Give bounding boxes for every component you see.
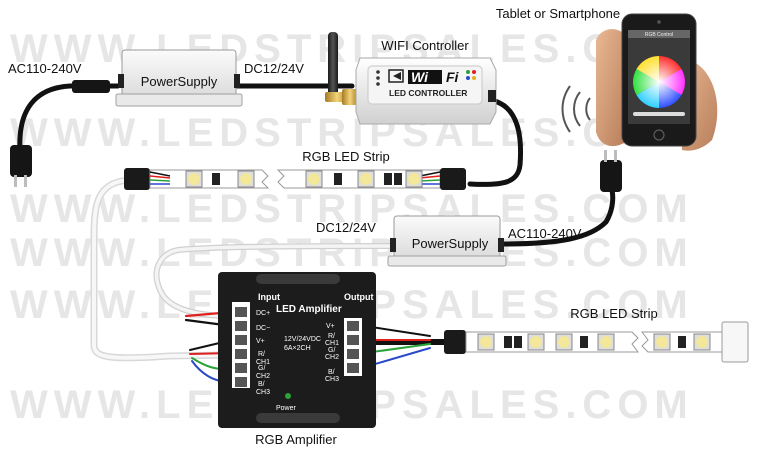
amp-power-label: Power xyxy=(276,405,297,412)
wifi-logo: Wi Fi xyxy=(388,69,460,85)
amp-title: LED Amplifier xyxy=(276,304,342,315)
amp-out-pin-ch3: CH3 xyxy=(325,376,339,383)
watermark-line: WWW.LEDSTRIPSALES.COM xyxy=(10,187,694,231)
wifi-controller: Wi Fi LED CONTROLLER xyxy=(325,32,497,125)
amp-input-label: Input xyxy=(258,292,280,302)
power-supply-mid: PowerSupply xyxy=(387,215,507,267)
amp-out-pin-ch1: CH1 xyxy=(325,340,339,347)
watermark-line: WWW.LEDSTRIPSALES.COM xyxy=(10,231,694,275)
power-supply-mid-label: PowerSupply xyxy=(412,236,489,251)
amp-out-pin-v-plus: V+ xyxy=(326,323,335,330)
led-chips-bottom xyxy=(477,333,711,351)
wifi-controller-label: WIFI Controller xyxy=(381,38,469,53)
controller-output-cable xyxy=(467,97,524,187)
amp-pin-dc-minus: DC− xyxy=(256,325,270,332)
dc-voltage-top: DC12/24V xyxy=(244,61,304,76)
dc-voltage-mid: DC12/24V xyxy=(316,220,376,235)
rgb-amplifier-label: RGB Amplifier xyxy=(255,432,337,447)
signal-waves-icon xyxy=(561,85,591,133)
ac-cable-mid xyxy=(499,187,616,247)
dc-cable-mid xyxy=(154,244,394,318)
tablet-label: Tablet or Smartphone xyxy=(496,6,620,21)
app-title: RGB Control xyxy=(645,32,673,38)
watermark-line: WWW.LEDSTRIPSALES.COM xyxy=(10,27,694,71)
rgb-led-strip-top xyxy=(124,168,466,190)
ac-plug-mid xyxy=(600,150,622,192)
rgb-strip-top-label: RGB LED Strip xyxy=(302,149,389,164)
power-supply-top: PowerSupply xyxy=(115,49,243,107)
strip-wires-top-left xyxy=(149,171,171,185)
smartphone: RGB Control xyxy=(596,13,718,151)
amp-out-pin-ch2: CH2 xyxy=(325,354,339,361)
ac-cable-top xyxy=(17,83,121,153)
wifi-logo-wi: Wi xyxy=(411,69,429,85)
amp-spec-voltage: 12V/24VDC xyxy=(284,336,321,343)
amp-pin-b: B/ xyxy=(258,381,265,388)
amp-pin-ch3: CH3 xyxy=(256,389,270,396)
ac-plug-top xyxy=(10,80,110,187)
strip-lead-cable xyxy=(92,178,227,360)
controller-subtitle: LED CONTROLLER xyxy=(389,88,467,98)
amp-output-label: Output xyxy=(344,292,374,302)
amp-spec-current: 6A×2CH xyxy=(284,345,311,352)
amp-out-pin-g: G/ xyxy=(328,347,335,354)
amp-pin-ch2: CH2 xyxy=(256,373,270,380)
amp-pin-ch1: CH1 xyxy=(256,359,270,366)
amp-pin-r: R/ xyxy=(258,351,265,358)
strip-wires-top-right xyxy=(419,171,441,185)
rgb-amplifier: Input Output LED Amplifier DC+ DC− V+ R/… xyxy=(218,272,376,428)
rgb-led-strip-bottom xyxy=(444,321,749,363)
amp-pin-dc-plus: DC+ xyxy=(256,310,270,317)
strip-end-cap xyxy=(721,321,749,363)
antenna xyxy=(328,32,338,100)
ac-voltage-mid: AC110-240V xyxy=(508,226,582,241)
amp-out-pin-r: R/ xyxy=(328,333,335,340)
amp-pin-v-plus: V+ xyxy=(256,338,265,345)
color-wheel-icon xyxy=(633,56,685,108)
rgb-strip-bottom-label: RGB LED Strip xyxy=(570,306,657,321)
led-chips-top xyxy=(185,170,423,188)
wifi-logo-fi: Fi xyxy=(446,69,460,85)
cables xyxy=(17,83,616,383)
power-supply-top-label: PowerSupply xyxy=(141,74,218,89)
power-led-icon xyxy=(285,393,291,399)
amp-out-pin-b: B/ xyxy=(328,369,335,376)
ac-voltage-top: AC110-240V xyxy=(8,61,82,76)
amp-pin-g: G/ xyxy=(258,365,265,372)
